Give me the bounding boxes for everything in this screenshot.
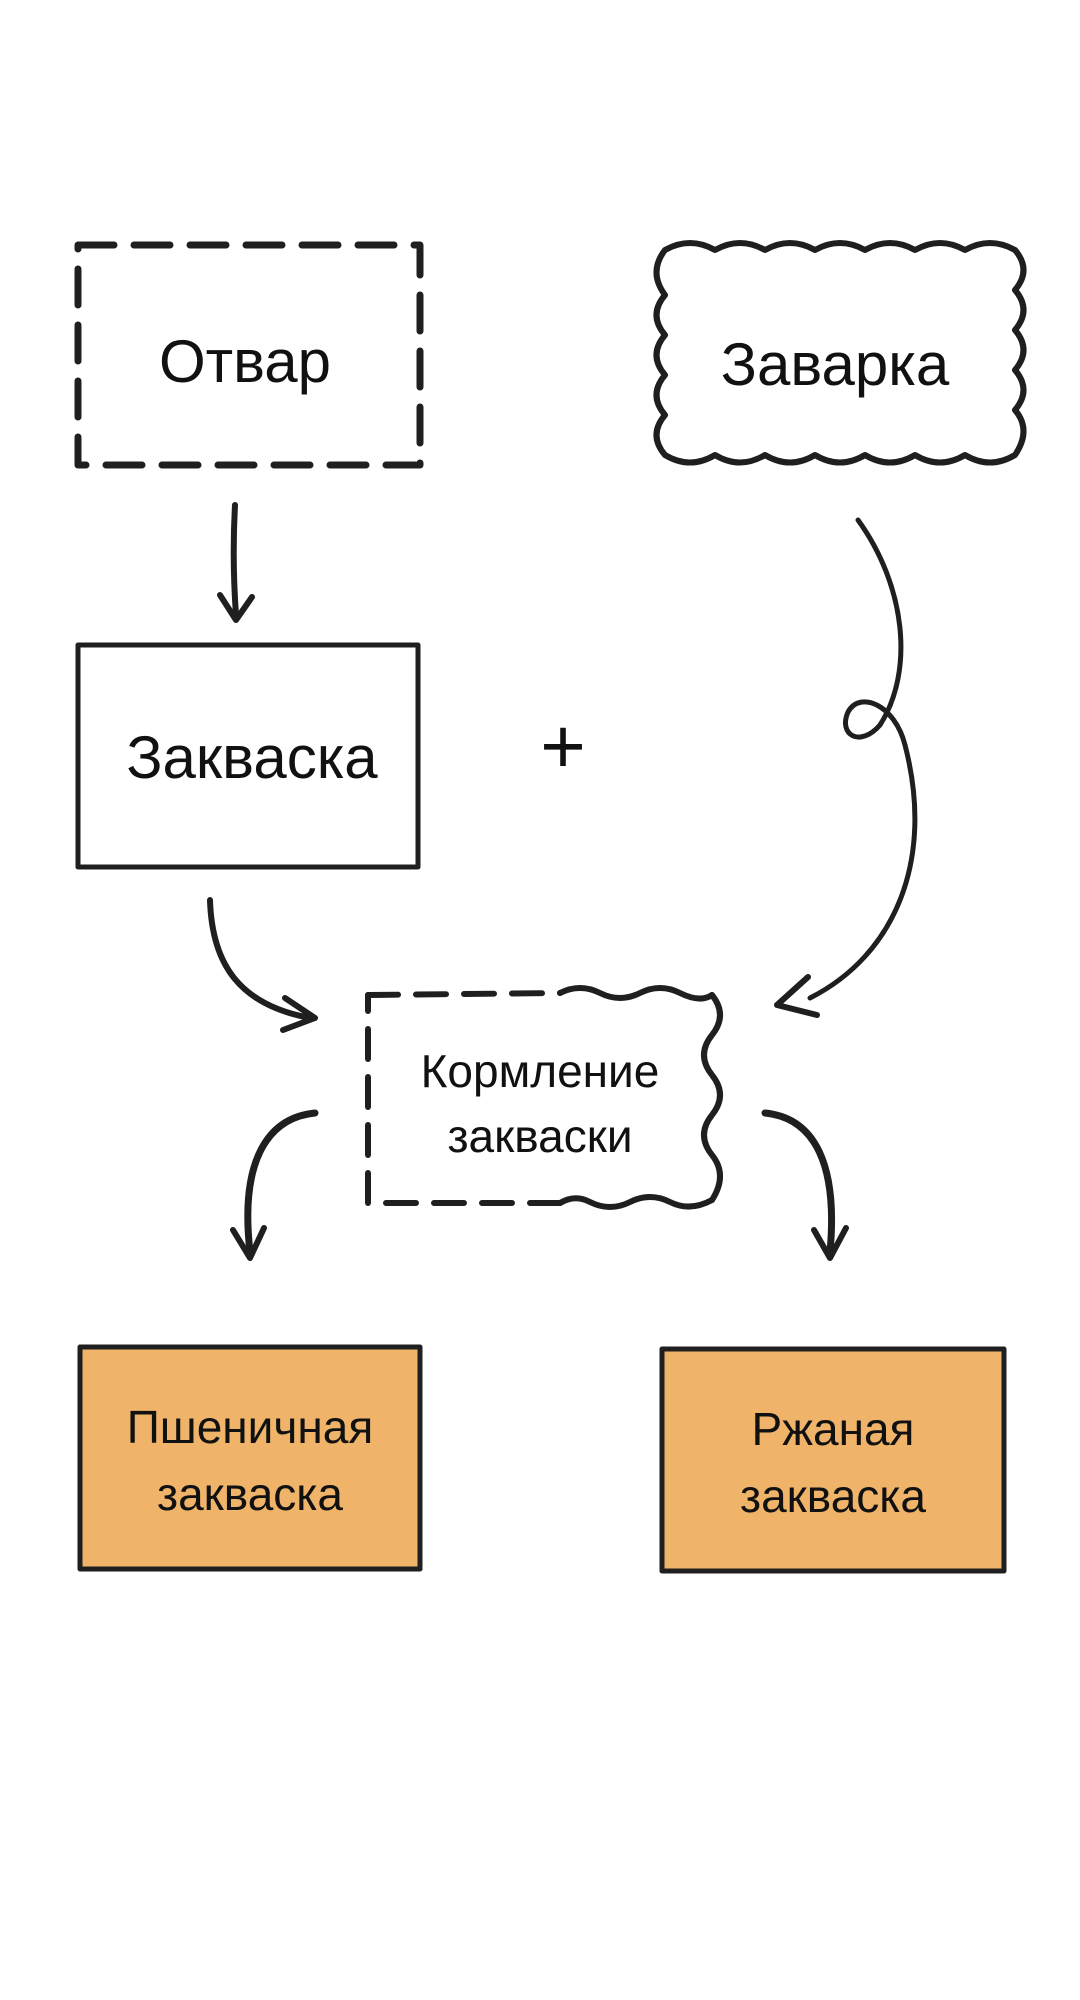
node-wheat-starter-label-line2: закваска [157,1468,343,1520]
arrow-otvar-to-zakvaska [217,502,255,623]
arrowhead-icon [230,1225,267,1261]
arrowhead-icon [774,974,820,1018]
arrowhead-icon [217,592,255,623]
node-zakvaska-label: Закваска [126,724,378,791]
node-wheat-starter-box [77,1344,423,1572]
node-otvar-label: Отвар [159,328,331,395]
node-kormlenie-label-line1: Кормление [421,1045,660,1097]
node-rye-starter-label-line2: закваска [740,1470,926,1522]
node-zavarka: Заварка [653,240,1027,466]
node-rye-starter: Ржаная закваска [659,1346,1007,1574]
node-zavarka-border [653,240,1027,466]
arrow-zavarka-to-kormlenie [774,517,918,1018]
arrowhead-icon [811,1225,849,1261]
node-otvar-border [74,241,424,469]
node-otvar: Отвар [74,241,424,469]
arrowhead-icon [280,995,318,1033]
node-rye-starter-label-line1: Ржаная [752,1403,915,1455]
node-zakvaska-border [75,642,421,870]
node-zakvaska: Закваска [75,642,421,870]
node-zavarka-label: Заварка [721,331,950,398]
node-wheat-starter-label-line1: Пшеничная [127,1401,374,1453]
node-wheat-starter: Пшеничная закваска [77,1344,423,1572]
arrow-kormlenie-to-wheat [230,1109,319,1261]
arrow-zakvaska-to-kormlenie [207,897,318,1033]
node-kormlenie-label-line2: закваски [447,1110,632,1162]
node-kormlenie: Кормление закваски [365,985,723,1210]
plus-sign: + [540,702,586,790]
node-rye-starter-box [659,1346,1007,1574]
arrow-kormlenie-to-rye [761,1109,849,1261]
